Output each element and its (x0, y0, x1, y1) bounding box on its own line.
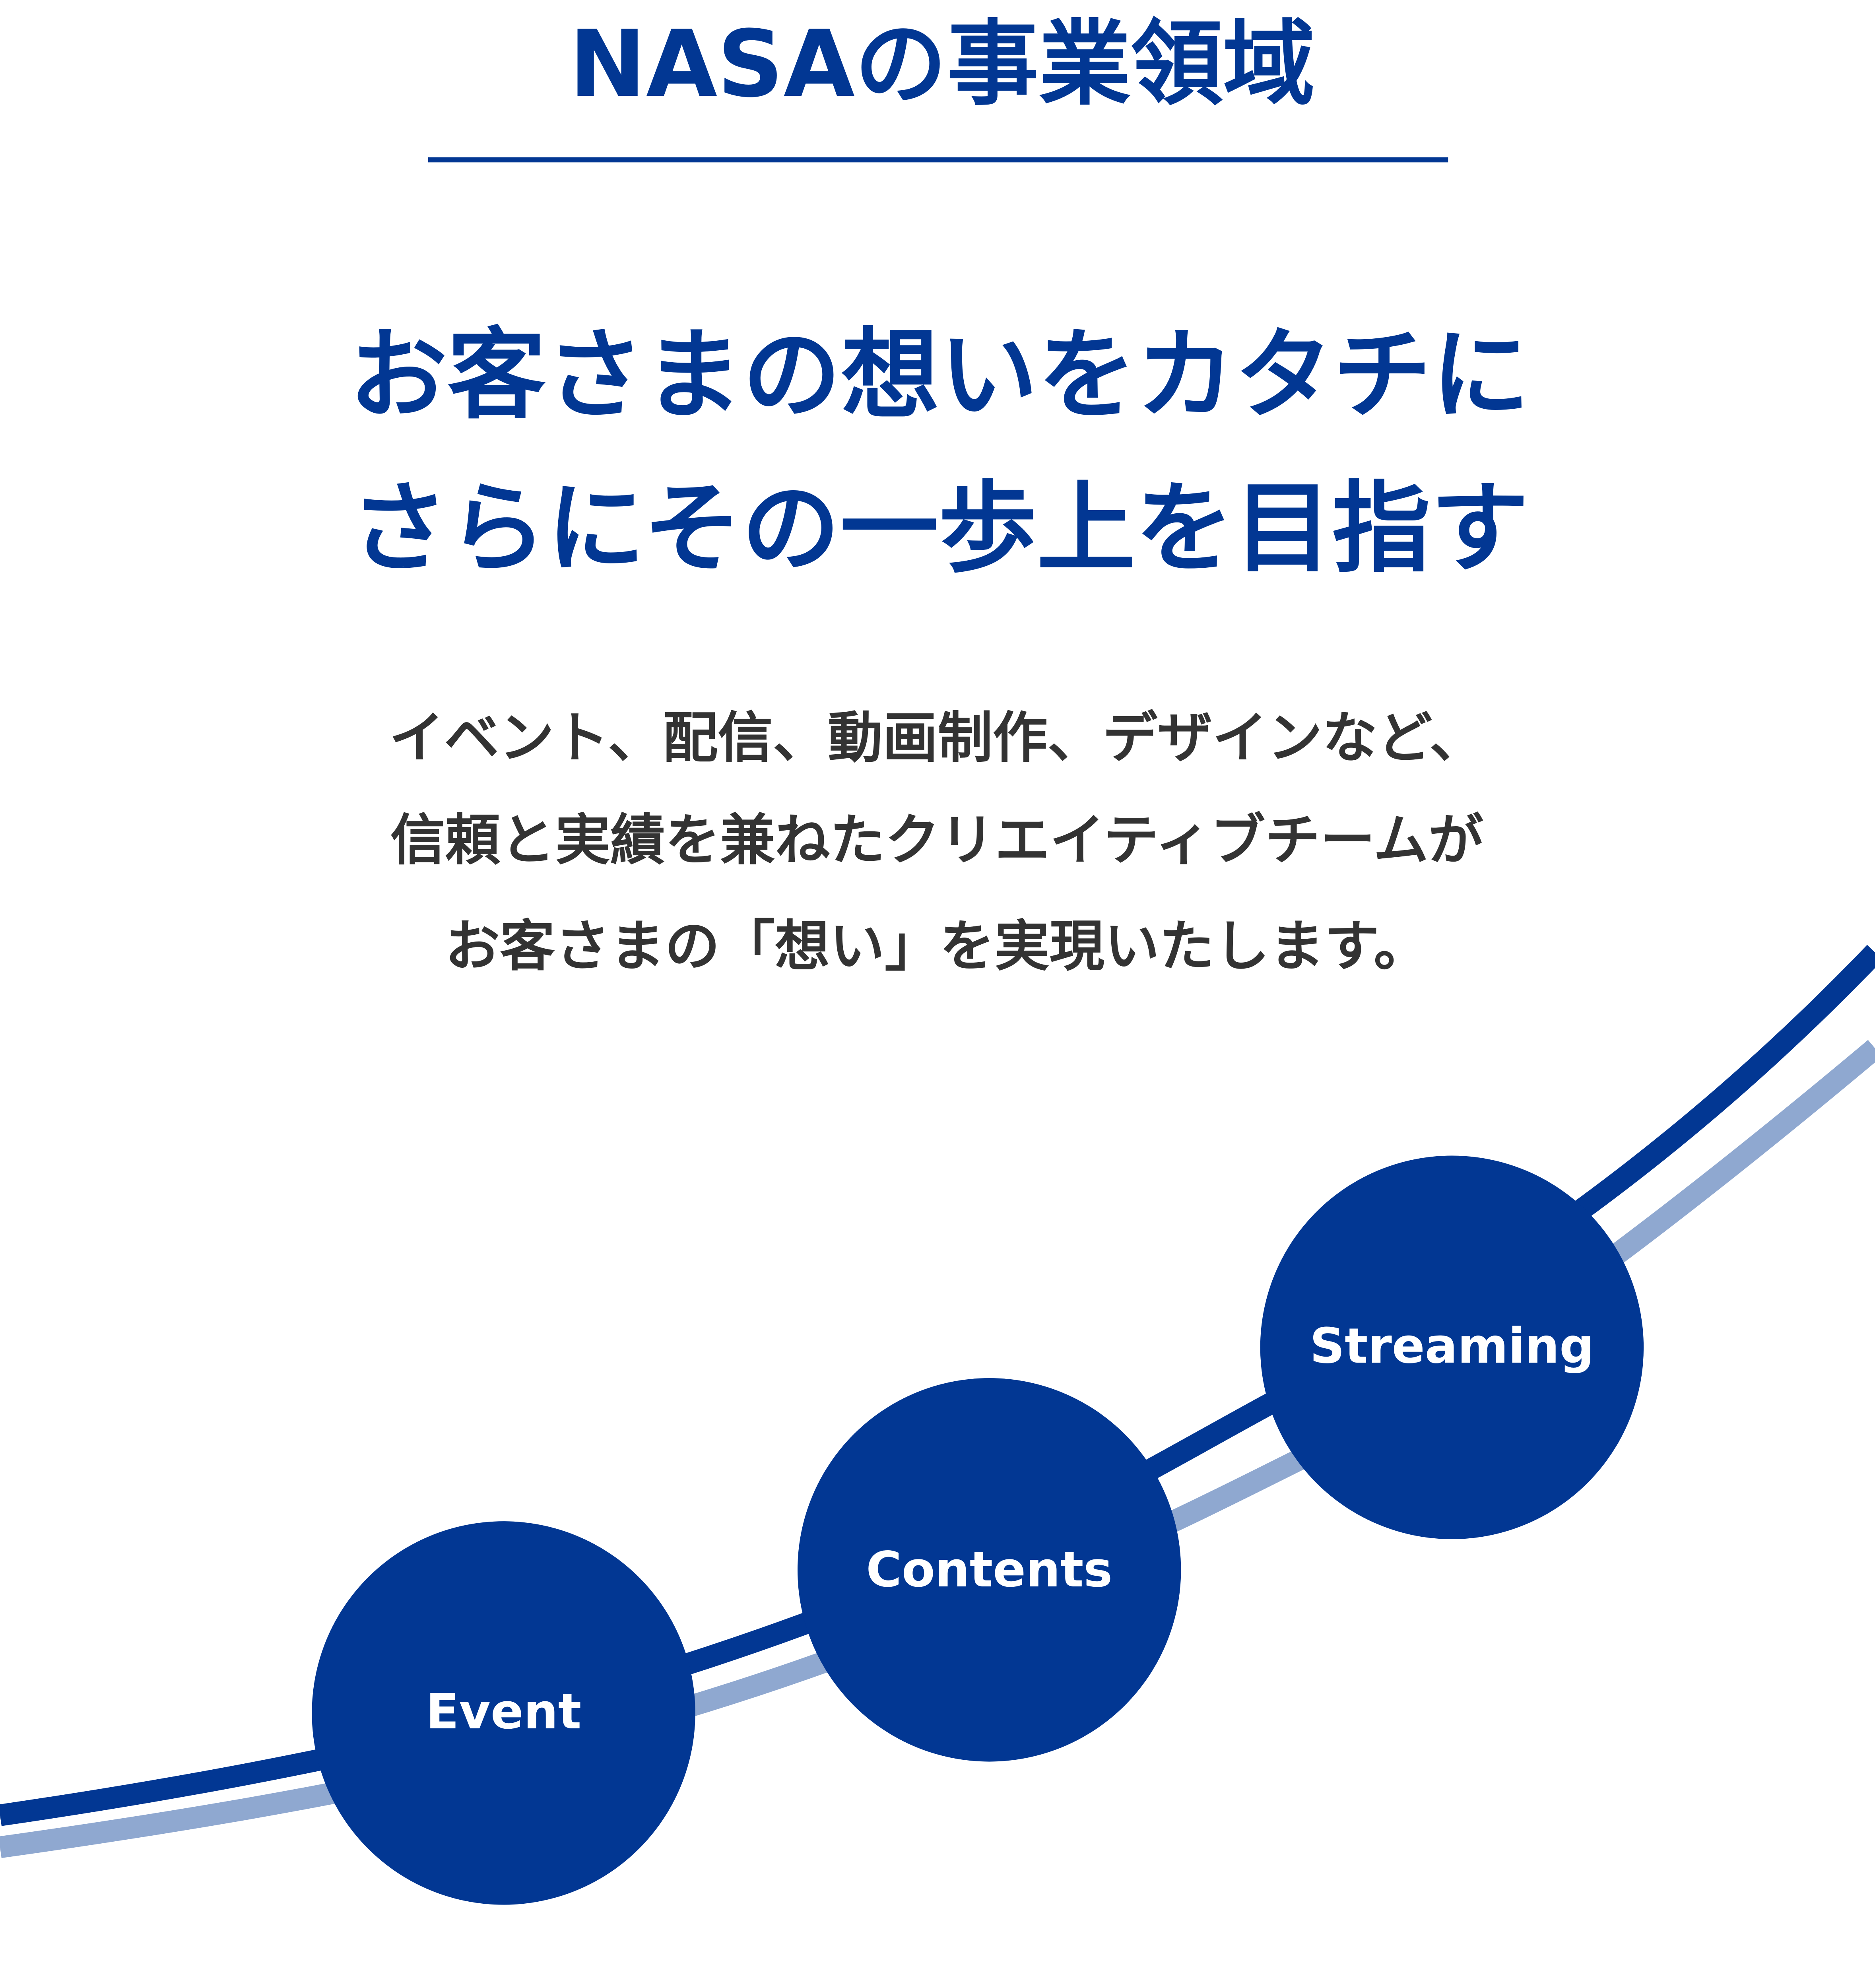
domain-label-contents: Contents (866, 1541, 1112, 1598)
headline-line-2: さらにその一歩上を目指す (350, 472, 1529, 586)
domain-circle-contents[interactable] (797, 1378, 1181, 1762)
domain-circle-event[interactable] (312, 1521, 695, 1905)
body-text-line-2: 信頼と実績を兼ねたクリエイティブチームが (390, 808, 1483, 872)
section-title: NASAの事業領域 (569, 10, 1315, 118)
domain-label-streaming: Streaming (1310, 1318, 1594, 1374)
body-text-line-3: お客さまの「想い」を実現いたします。 (445, 914, 1429, 978)
body-text-line-1: イベント、配信、動画制作、デザインなど、 (389, 706, 1485, 770)
domain-event[interactable]: Event (312, 1521, 695, 1905)
domain-streaming[interactable]: Streaming (1260, 1155, 1644, 1540)
domain-circle-streaming[interactable] (1260, 1155, 1644, 1540)
business-domains-section: NASAの事業領域 お客さまの想いをカタチに さらにその一歩上を目指す イベント… (0, 10, 1875, 1905)
domain-contents[interactable]: Contents (797, 1378, 1181, 1762)
domain-label-event: Event (426, 1683, 581, 1740)
headline-line-1: お客さまの想いをカタチに (349, 318, 1530, 433)
title-underline (428, 157, 1448, 163)
